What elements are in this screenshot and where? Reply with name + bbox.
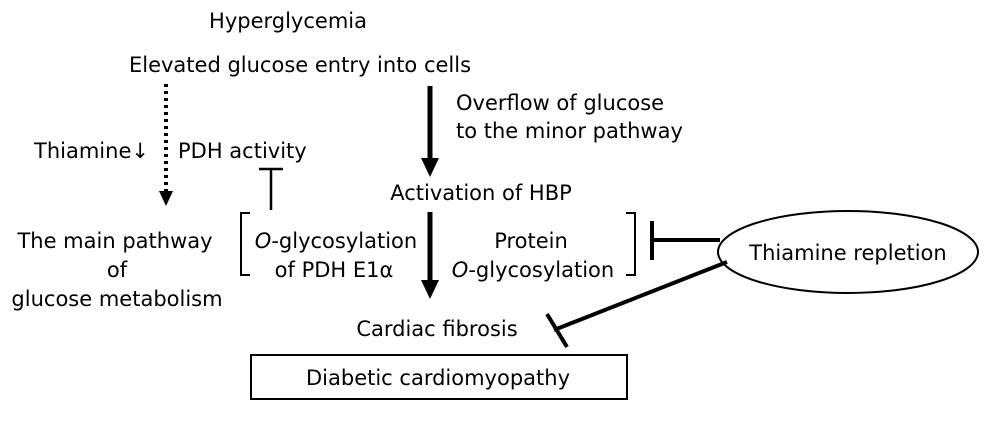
thiamine-decrease-label: Thiamine↓ <box>34 139 149 163</box>
hyperglycemia-label: Hyperglycemia <box>209 9 367 33</box>
right-bracket <box>626 212 636 276</box>
o-prefix: O <box>451 258 469 282</box>
left-bracket <box>240 212 250 276</box>
main-pathway-line2: of <box>106 258 128 282</box>
glucose-entry-label: Elevated glucose entry into cells <box>128 53 472 77</box>
pdh-glycosylation-line1: O-glycosylation <box>254 229 418 253</box>
main-pathway-line1: The main pathway <box>17 229 213 253</box>
inhibit-fibrosis-bar <box>545 312 569 349</box>
o-prefix: O <box>254 229 272 253</box>
diabetic-cardiomyopathy-box <box>250 354 628 400</box>
dotted-arrowhead <box>159 191 173 206</box>
protein-glycosylation-line2: O-glycosylation <box>451 258 615 282</box>
main-pathway-line3: glucose metabolism <box>11 287 223 311</box>
cardiac-fibrosis-label: Cardiac fibrosis <box>356 317 518 341</box>
pdh-activity-label: PDH activity <box>178 139 307 163</box>
pdh-glycosylation-line2: of PDH E1α <box>274 258 394 282</box>
protein-glycosylation-line1: Protein <box>494 229 568 253</box>
diabetic-cardiomyopathy-label: Diabetic cardiomyopathy <box>305 366 571 390</box>
arrowhead-fibrosis <box>421 280 439 299</box>
arrowhead-hbp <box>421 158 439 177</box>
thiamine-repletion-label: Thiamine repletion <box>749 241 947 265</box>
overflow-line1: Overflow of glucose <box>456 91 665 115</box>
thiamine-repletion-ellipse <box>717 210 979 294</box>
activation-hbp-label: Activation of HBP <box>390 181 572 205</box>
inhibit-fibrosis-stem <box>553 260 728 332</box>
overflow-line2: to the minor pathway <box>456 119 683 143</box>
